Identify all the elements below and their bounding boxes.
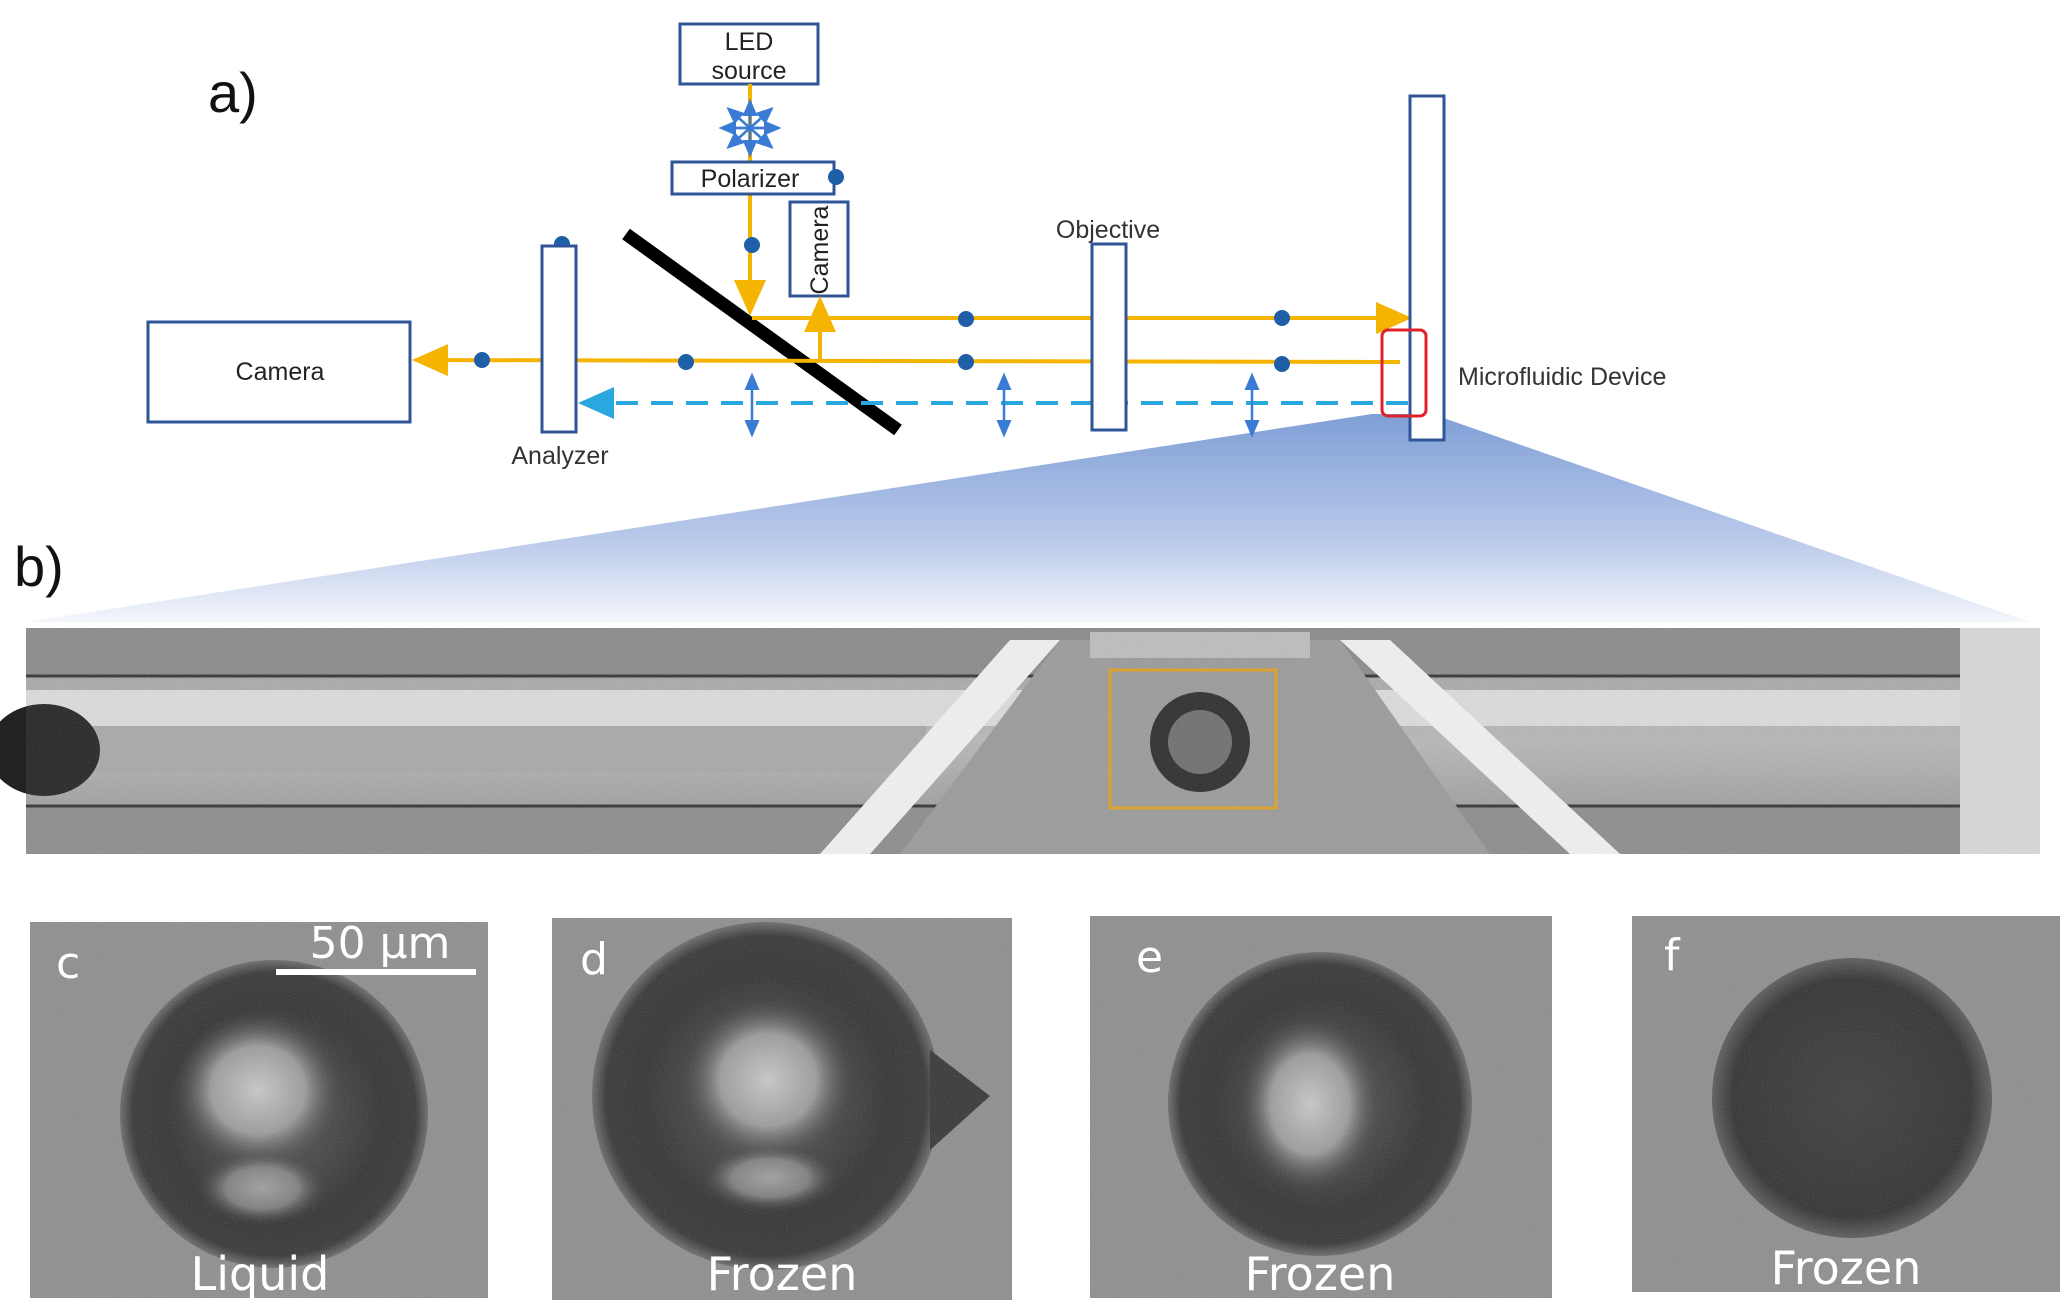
led-source-box: LED source	[678, 22, 820, 86]
polarizer-label: Polarizer	[701, 165, 800, 193]
panel-a: a) LED source Polarizer	[26, 22, 2030, 622]
side-camera-label: Camera	[806, 205, 834, 294]
polarizer-dot	[828, 169, 844, 185]
objective-lens: Objective	[1056, 216, 1160, 432]
micrograph-d: d Frozen	[552, 918, 1012, 1301]
micrograph-e-letter: e	[1136, 932, 1163, 983]
panel-a-letter: a)	[208, 61, 258, 124]
beam-splitter	[622, 228, 902, 436]
micrograph-c-letter: c	[56, 938, 80, 989]
zoom-wedge	[26, 414, 2030, 622]
side-camera-box: Camera	[788, 200, 850, 298]
micrograph-c-state: Liquid	[191, 1247, 330, 1301]
return-beam	[412, 344, 1401, 377]
polarizer-box: Polarizer	[670, 160, 844, 196]
micrograph-e: e Frozen	[1090, 916, 1552, 1301]
microfluidic-device-label: Microfluidic Device	[1458, 363, 1666, 391]
analyzer-label: Analyzer	[511, 442, 608, 470]
panel-b: b)	[0, 535, 2040, 854]
micrograph-c: c 50 µm Liquid	[30, 918, 488, 1301]
micrograph-f: f Frozen	[1632, 916, 2060, 1295]
panel-b-letter: b)	[14, 535, 64, 598]
led-source-label-line2: source	[711, 57, 786, 85]
main-camera-label: Camera	[236, 358, 325, 386]
micrograph-e-state: Frozen	[1245, 1247, 1396, 1301]
polarization-dot	[744, 237, 760, 253]
micrograph-d-letter: d	[580, 934, 608, 985]
analyzer: Analyzer	[511, 244, 609, 470]
beam-polarization-dots	[474, 236, 1290, 372]
scale-bar-label: 50 µm	[310, 918, 451, 969]
objective-label: Objective	[1056, 216, 1160, 244]
led-source-label-line1: LED	[725, 28, 774, 56]
micrograph-d-state: Frozen	[707, 1247, 858, 1301]
micrograph-row: c 50 µm Liquid d Frozen e Frozen	[30, 916, 2060, 1301]
micrograph-f-letter: f	[1664, 930, 1681, 981]
microfluidic-device: Microfluidic Device	[1380, 94, 1666, 442]
unpolarized-light-icon	[718, 98, 782, 158]
device-selection-box	[1380, 328, 1428, 418]
channel-micrograph	[0, 628, 2040, 854]
polarization-arrows	[744, 372, 1260, 438]
micrograph-f-state: Frozen	[1771, 1241, 1922, 1295]
main-camera-box: Camera	[146, 320, 412, 424]
